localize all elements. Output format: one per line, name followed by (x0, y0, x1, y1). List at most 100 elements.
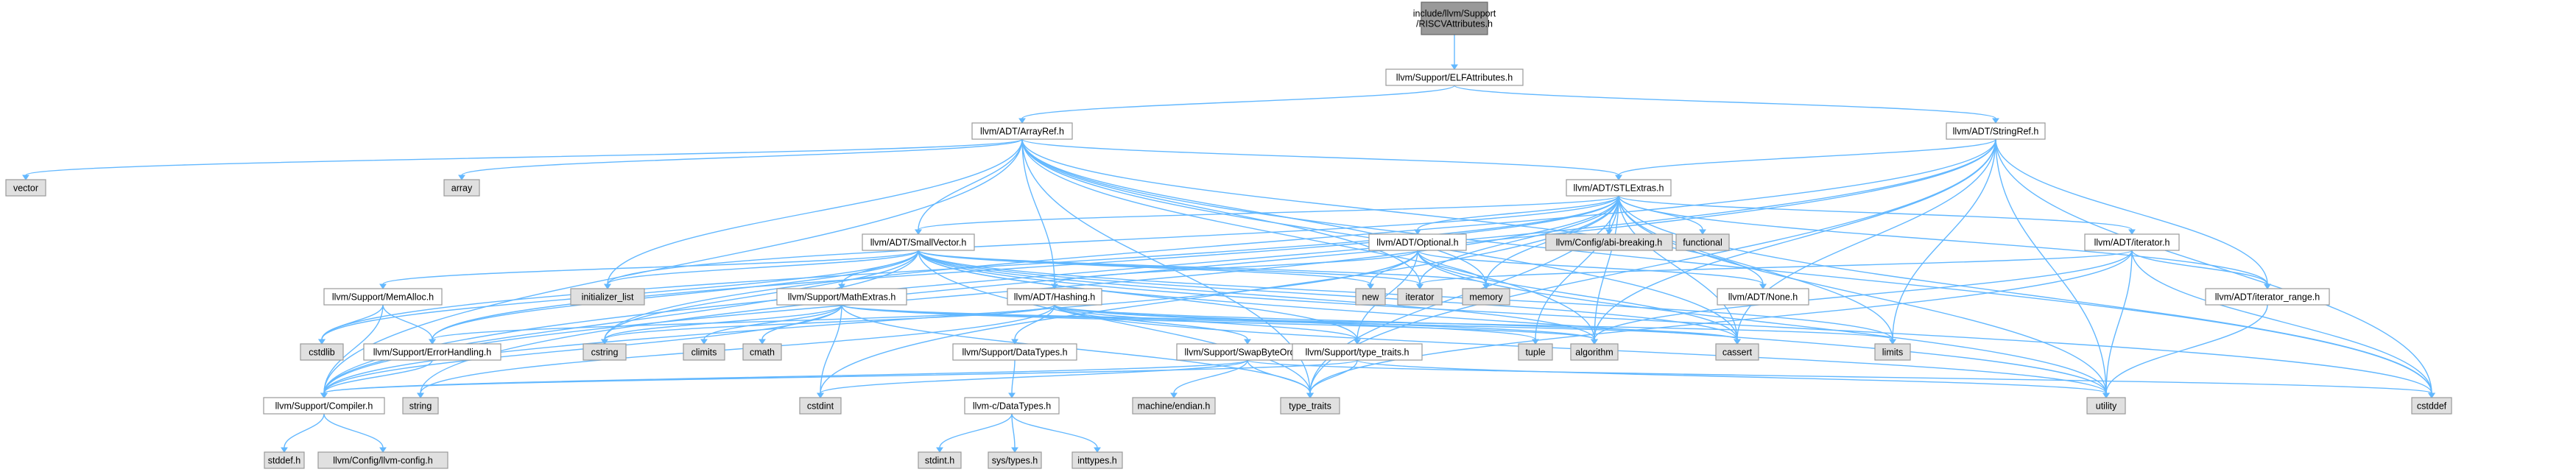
node-typetraitsh[interactable]: llvm/Support/type_traits.h (1292, 343, 1423, 361)
node-stringref[interactable]: llvm/ADT/StringRef.h (1946, 122, 2046, 140)
node-box-algorithm (1570, 343, 1619, 361)
node-arrayref[interactable]: llvm/ADT/ArrayRef.h (971, 122, 1073, 140)
edge-stlextras-to-cstddef (1618, 195, 2432, 394)
edge-stlextras-to-iteratorh (1618, 195, 2133, 230)
arrowhead-optional-to-new (1367, 283, 1374, 289)
edge-datatypes-to-cdatatypes (1011, 359, 1016, 394)
node-iterator: iterator (1397, 288, 1443, 306)
edge-arrayref-to-smallvector (918, 138, 1023, 230)
node-cstdlib: cstdlib (300, 343, 344, 361)
edge-stlextras-to-cassert (1618, 195, 1738, 340)
node-box-utility (2086, 397, 2126, 415)
arrowhead-elf-to-arrayref (1018, 118, 1026, 124)
edge-typetraitsh-to-compiler (323, 359, 1358, 394)
node-cdatatypes[interactable]: llvm-c/DataTypes.h (964, 397, 1060, 415)
node-label-iterator: iterator (1406, 292, 1435, 303)
node-initlist: initializer_list (570, 288, 645, 306)
edge-swapbyte-to-machineendian (1173, 359, 1248, 394)
arrowhead-root-to-elf (1451, 64, 1458, 70)
node-box-machineendian (1132, 397, 1216, 415)
edge-smallvector-to-cassert (918, 250, 1738, 340)
node-label-hashing: llvm/ADT/Hashing.h (1014, 292, 1095, 303)
edge-elf-to-stringref (1454, 85, 1996, 119)
node-hashing[interactable]: llvm/ADT/Hashing.h (1007, 288, 1102, 306)
node-label-smallvector: llvm/ADT/SmallVector.h (870, 238, 967, 248)
node-box-systypes (988, 451, 1042, 469)
edge-arrayref-to-iterator (1021, 138, 1421, 285)
node-label-functional: functional (1683, 238, 1722, 248)
node-box-noneh (1717, 288, 1809, 306)
edge-hashing-to-swapbyte (1054, 304, 1248, 340)
arrowhead-mathextras-to-cmath (759, 339, 766, 345)
node-cstring: cstring (583, 343, 627, 361)
arrowhead-optional-to-noneh (1759, 283, 1767, 289)
node-stlextras[interactable]: llvm/ADT/STLExtras.h (1566, 179, 1672, 197)
arrowhead-smallvector-to-initlist (604, 283, 611, 289)
node-box-arrayref (971, 122, 1073, 140)
node-smallvector[interactable]: llvm/ADT/SmallVector.h (862, 233, 975, 251)
node-label-utility: utility (2096, 401, 2117, 412)
node-box-mathextras (776, 288, 907, 306)
edge-compiler-to-llvmconfig (323, 413, 384, 448)
arrowhead-hashing-to-cstring (601, 339, 608, 345)
node-iteratorh[interactable]: llvm/ADT/iterator.h (2084, 233, 2180, 251)
node-box-array (443, 179, 480, 197)
edge-cdatatypes-to-stdinth (939, 413, 1013, 448)
edge-optional-to-utility (1417, 250, 2107, 394)
node-label-root: include/llvm/Support (1413, 9, 1496, 19)
edge-smallvector-to-initlist (607, 250, 919, 285)
node-label-memory: memory (1469, 292, 1503, 303)
arrowhead-stlextras-to-functional (1699, 229, 1706, 235)
edge-cdatatypes-to-inttypes (1011, 413, 1098, 448)
edge-stringref-to-stlextras (1618, 138, 1996, 176)
node-optional[interactable]: llvm/ADT/Optional.h (1368, 233, 1467, 251)
node-label-llvmconfig: llvm/Config/llvm-config.h (333, 456, 433, 466)
node-swapbyte[interactable]: llvm/Support/SwapByteOrder.h (1176, 343, 1319, 361)
arrowhead-mathextras-to-limits (1889, 339, 1896, 345)
edge-mathextras-to-algorithm (841, 304, 1595, 340)
node-box-stdinth (918, 451, 962, 469)
node-label-noneh: llvm/ADT/None.h (1728, 292, 1798, 303)
node-box-stlextras (1566, 179, 1672, 197)
node-noneh[interactable]: llvm/ADT/None.h (1717, 288, 1809, 306)
edge-arrayref-to-vector (25, 138, 1023, 176)
node-mathextras[interactable]: llvm/Support/MathExtras.h (776, 288, 907, 306)
arrowhead-typetraitsh-to-utility (2102, 392, 2110, 398)
node-box-stddefh (264, 451, 305, 469)
node-box-iterrange (2205, 288, 2330, 306)
edge-stringref-to-string (420, 138, 1996, 394)
arrowhead-optional-to-memory (1482, 283, 1490, 289)
node-compiler[interactable]: llvm/Support/Compiler.h (263, 397, 385, 415)
node-label-initlist: initializer_list (582, 292, 634, 303)
edge-swapbyte-to-cstdint (820, 359, 1248, 394)
node-label-datatypes: llvm/Support/DataTypes.h (962, 348, 1067, 358)
node-elf[interactable]: llvm/Support/ELFAttributes.h (1385, 68, 1524, 86)
node-box-cassert (1715, 343, 1759, 361)
node-iterrange[interactable]: llvm/ADT/iterator_range.h (2205, 288, 2330, 306)
node-root[interactable]: include/llvm/Support/RISCVAttributes.h (1413, 1, 1496, 35)
node-label-elf: llvm/Support/ELFAttributes.h (1396, 73, 1513, 83)
edge-swapbyte-to-cstddef (1247, 359, 2432, 394)
node-box-cmath (742, 343, 782, 361)
arrowhead-iteratorh-to-iterrange (2264, 283, 2271, 289)
edge-stlextras-to-smallvector (918, 195, 1619, 230)
edge-hashing-to-datatypes (1014, 304, 1055, 340)
node-label-cstring: cstring (591, 348, 619, 358)
arrowhead-stlextras-to-iteratorh (2128, 229, 2136, 235)
arrowhead-swapbyte-to-machineendian (1170, 392, 1178, 398)
node-label-climits: climits (691, 348, 717, 358)
node-errorhandling[interactable]: llvm/Support/ErrorHandling.h (363, 343, 502, 361)
node-memalloc[interactable]: llvm/Support/MemAlloc.h (323, 288, 443, 306)
edge-swapbyte-to-typetraits (1247, 359, 1311, 394)
edge-stlextras-to-errorhandling (432, 195, 1619, 340)
node-llvmconfig: llvm/Config/llvm-config.h (317, 451, 448, 469)
node-label-algorithm: algorithm (1575, 348, 1613, 358)
edge-smallvector-to-algorithm (918, 250, 1595, 340)
arrowhead-compiler-to-llvmconfig (379, 447, 387, 453)
node-label-cstdlib: cstdlib (309, 348, 334, 358)
arrowhead-typetraitsh-to-typetraits (1306, 392, 1314, 398)
node-datatypes[interactable]: llvm/Support/DataTypes.h (952, 343, 1077, 361)
edge-stlextras-to-cstdlib (321, 195, 1619, 340)
edge-smallvector-to-compiler (323, 250, 919, 394)
node-label-typetraitsh: llvm/Support/type_traits.h (1305, 348, 1409, 358)
